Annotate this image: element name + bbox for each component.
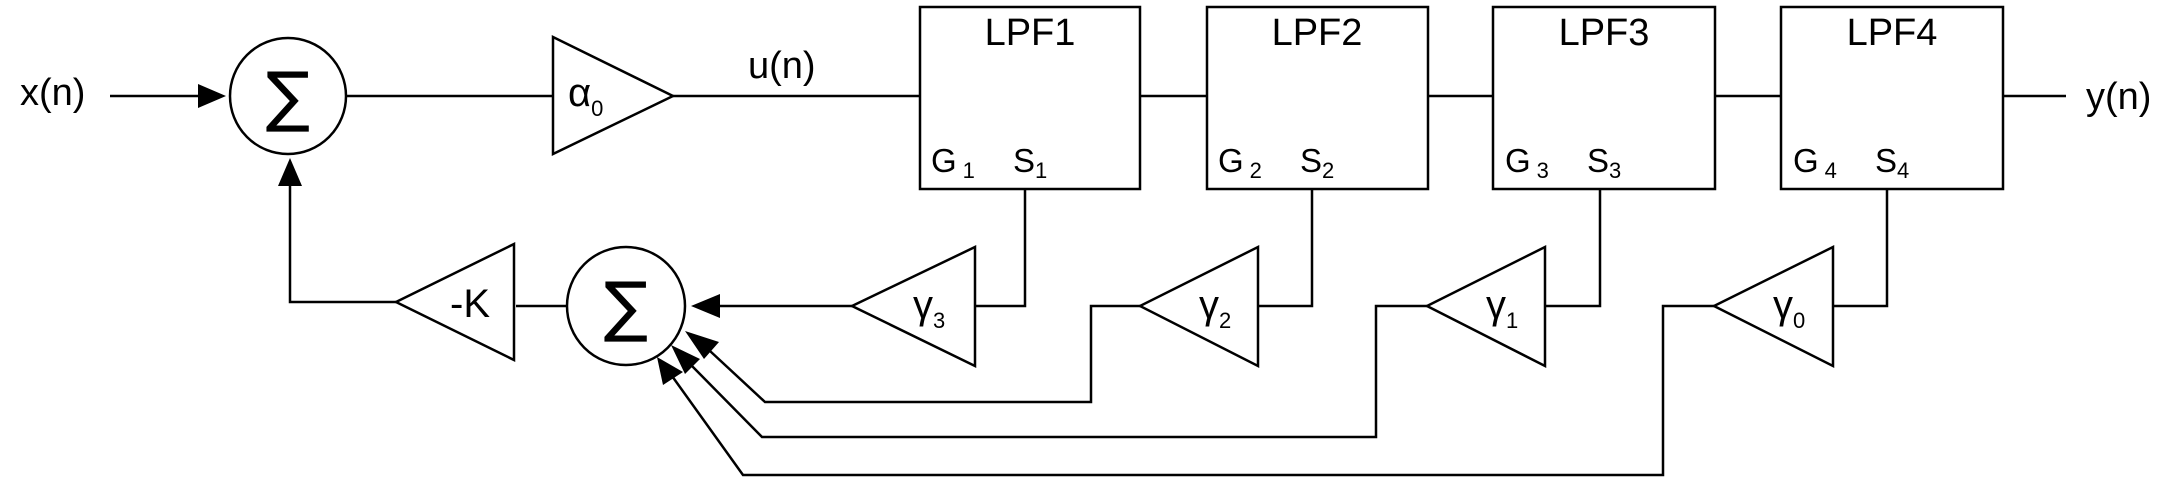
wire-gamma2-to-sum bbox=[709, 304, 1140, 404]
arrow-gamma1-to-sum2 bbox=[671, 345, 700, 374]
gain-k: -K bbox=[393, 241, 516, 363]
gain-alpha-label: α0 bbox=[568, 71, 603, 121]
summer-main-symbol: ∑ bbox=[266, 58, 310, 135]
lpf-s-port: S2 bbox=[1300, 142, 1334, 183]
gain-gamma0-label: γ0 bbox=[1773, 283, 1805, 333]
summer-feedback-symbol: ∑ bbox=[604, 268, 648, 345]
lpf-title: LPF4 bbox=[1847, 12, 1938, 54]
gain-gamma0: γ0 bbox=[1711, 244, 1835, 369]
summing-junction-main: ∑ bbox=[228, 36, 348, 156]
gain-gamma1-label: γ1 bbox=[1486, 283, 1518, 333]
wire-gamma0-to-sum bbox=[670, 304, 1714, 477]
wire-s1-tap bbox=[975, 189, 1027, 308]
gain-gamma3: γ3 bbox=[849, 245, 977, 369]
lpf-title: LPF2 bbox=[1272, 12, 1363, 54]
lpf-s-port: S1 bbox=[1013, 142, 1047, 183]
lpf-title: LPF1 bbox=[985, 12, 1076, 54]
arrow-gamma2-to-sum2 bbox=[685, 331, 719, 359]
gain-gamma2: γ2 bbox=[1137, 244, 1260, 369]
wires bbox=[110, 94, 2066, 477]
signal-u-label: u(n) bbox=[748, 45, 816, 87]
wire-s3-tap bbox=[1545, 189, 1602, 308]
summing-junction-feedback: ∑ bbox=[565, 245, 687, 367]
lpf-title: LPF3 bbox=[1559, 12, 1650, 54]
arrow-input bbox=[198, 84, 226, 108]
arrow-gamma3-to-sum2 bbox=[691, 294, 720, 318]
wire-s2-tap bbox=[1258, 189, 1314, 308]
wire-s4-tap bbox=[1833, 189, 1889, 308]
gain-k-label: -K bbox=[450, 282, 490, 326]
lpf-s-port: S3 bbox=[1587, 142, 1621, 183]
gain-gamma2-label: γ2 bbox=[1199, 283, 1231, 333]
lpf-s-port: S4 bbox=[1875, 142, 1909, 183]
wire-gamma1-to-sum bbox=[691, 304, 1427, 439]
gain-alpha: α0 bbox=[551, 34, 676, 156]
input-label: x(n) bbox=[20, 72, 85, 114]
wire-k-to-sum1 bbox=[288, 183, 396, 304]
arrow-feedback-to-sum1 bbox=[278, 158, 302, 186]
gain-gamma3-label: γ3 bbox=[913, 283, 945, 333]
arrowheads bbox=[198, 84, 720, 385]
arrow-gamma0-to-sum2 bbox=[657, 357, 683, 385]
output-label: y(n) bbox=[2086, 76, 2151, 118]
gain-gamma1: γ1 bbox=[1424, 244, 1547, 369]
